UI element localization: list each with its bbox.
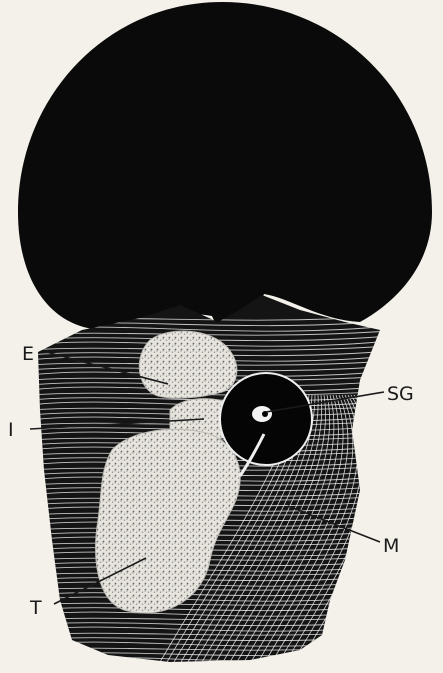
label-E: E [22,343,34,365]
label-M: M [383,535,399,557]
label-T: T [29,597,42,619]
black-sphere [18,2,432,336]
label-SG: SG [387,383,414,405]
hatch-line [30,661,390,665]
label-I: I [8,419,14,441]
